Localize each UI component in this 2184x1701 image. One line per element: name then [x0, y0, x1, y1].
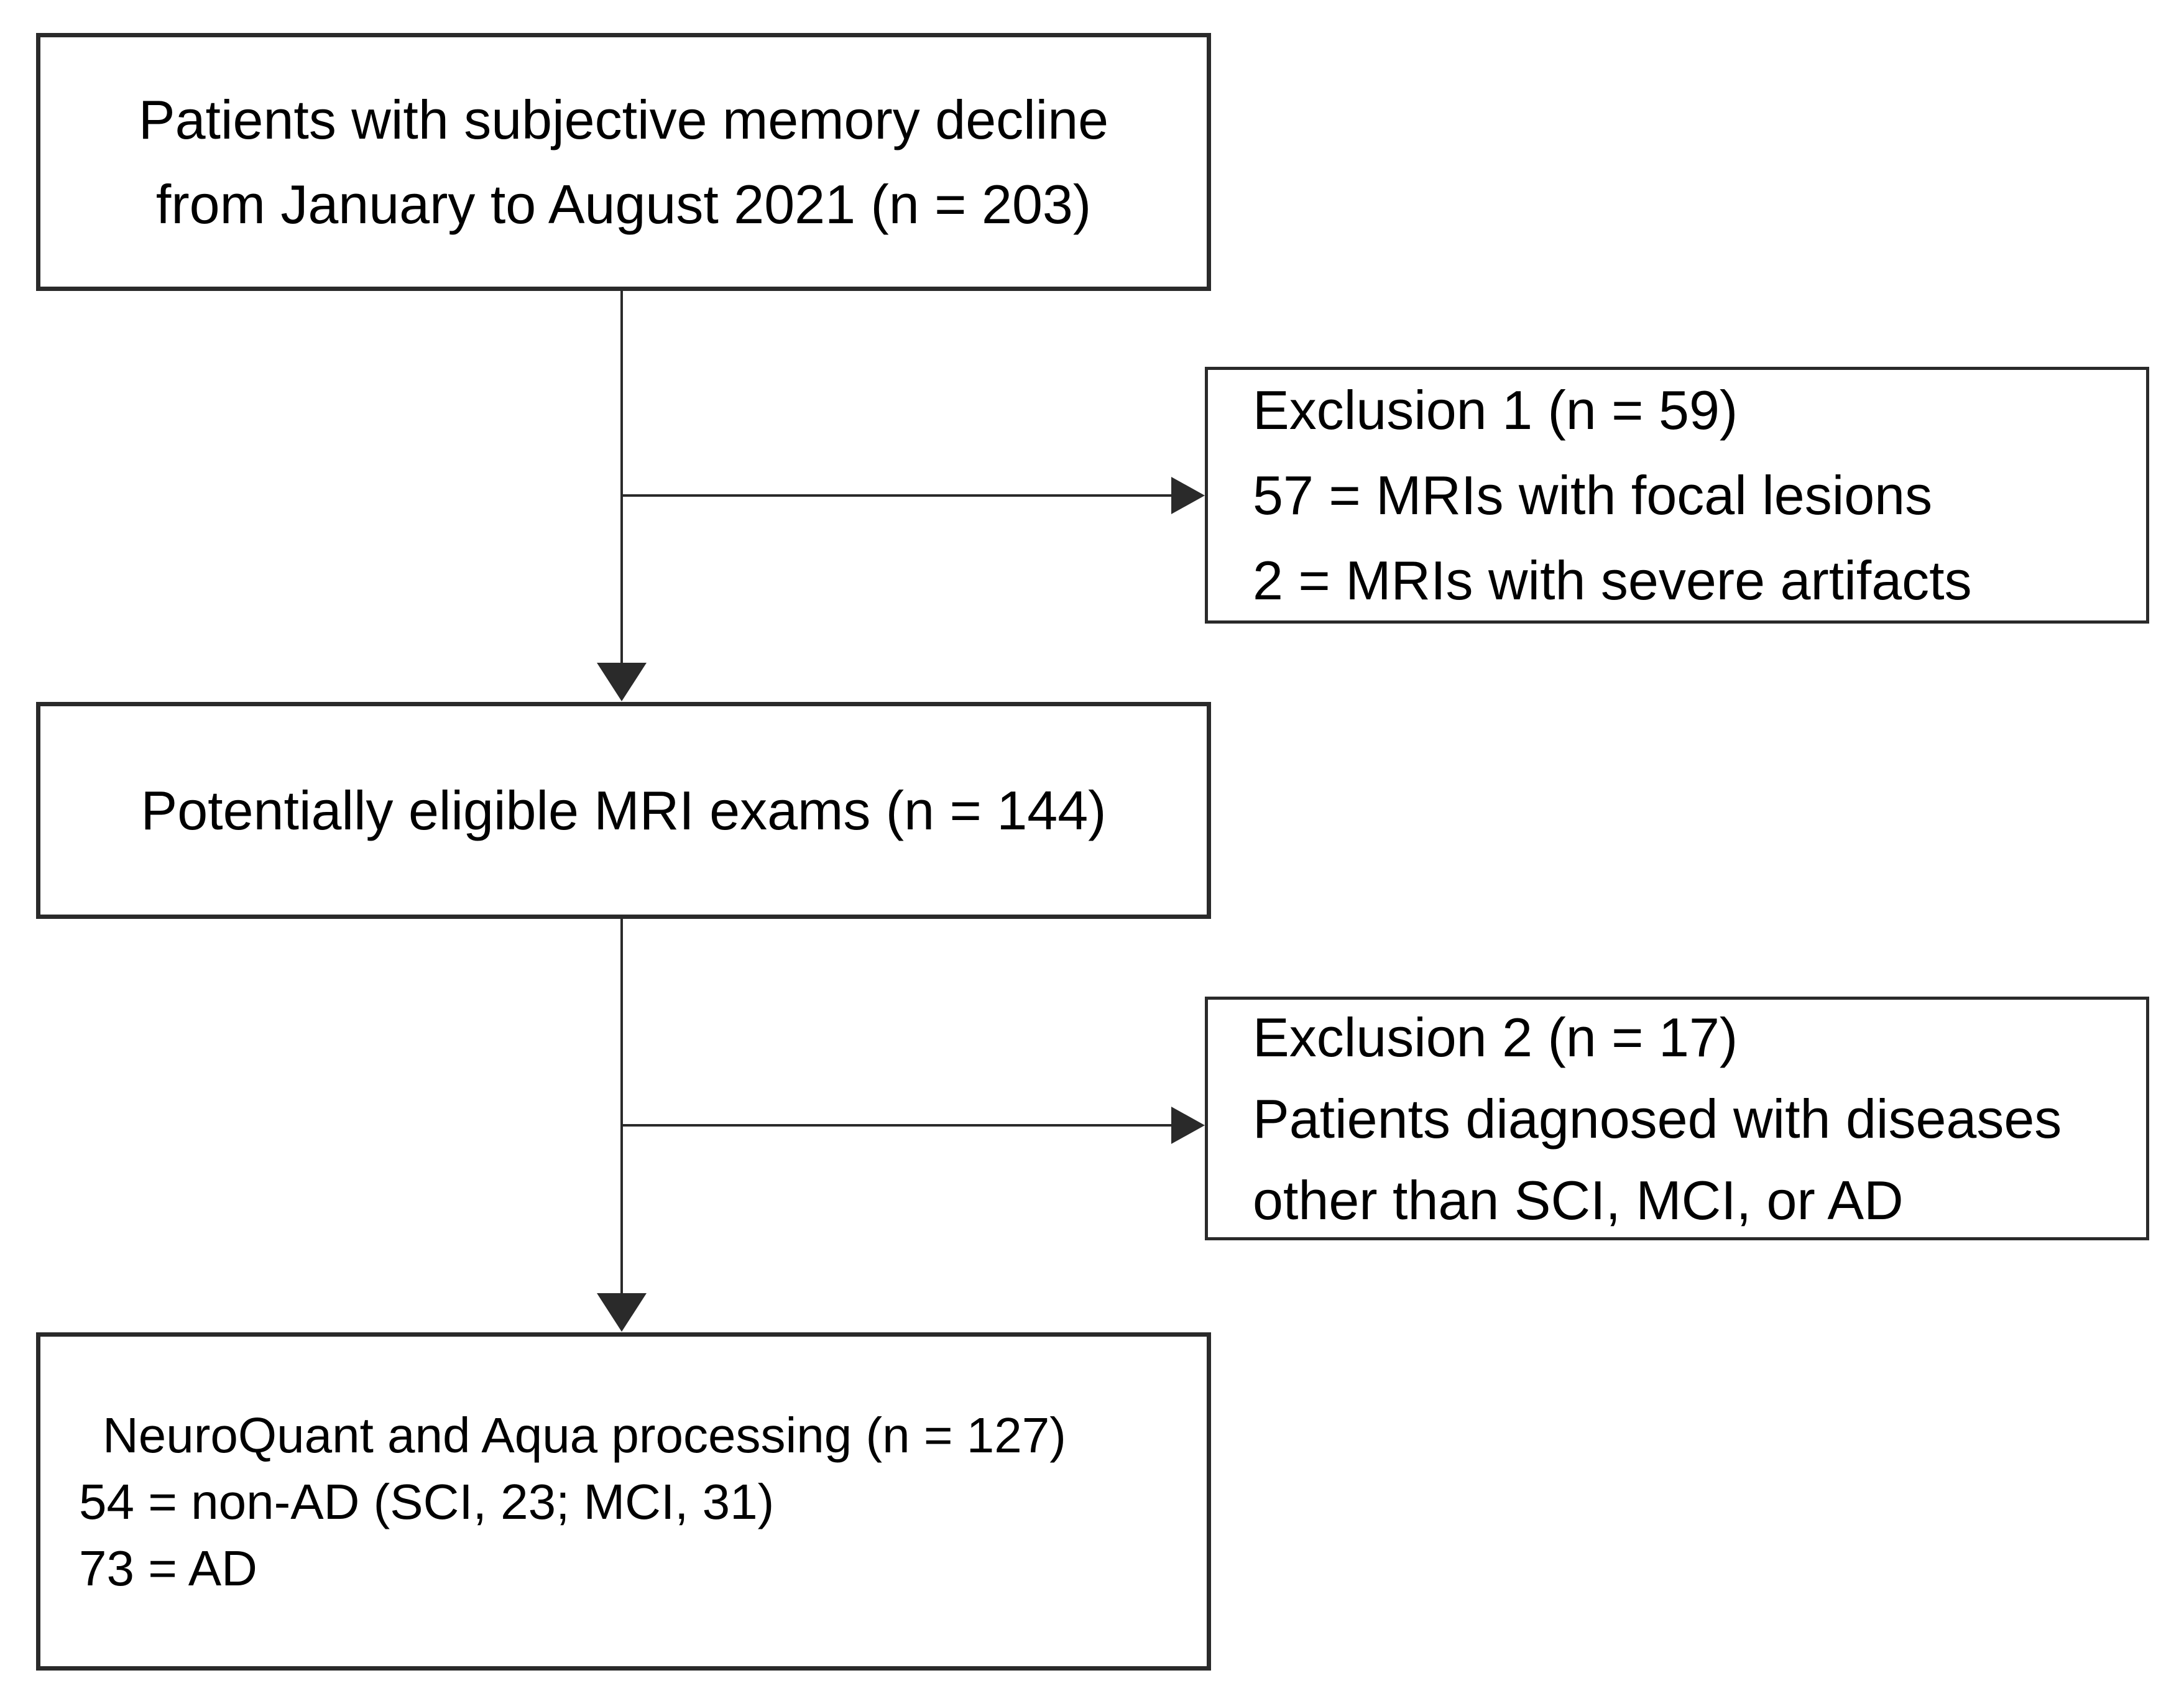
- flow-box-eligible-exams: Potentially eligible MRI exams (n = 144): [36, 702, 1211, 919]
- connector-vertical-2: [620, 919, 623, 1296]
- flow-box-processing: NeuroQuant and Aqua processing (n = 127)…: [36, 1332, 1211, 1671]
- exclusion-1-title: Exclusion 1 (n = 59): [1253, 379, 1738, 441]
- processing-title: NeuroQuant and Aqua processing (n = 127): [103, 1407, 1066, 1463]
- exclusion-2-title: Exclusion 2 (n = 17): [1253, 1006, 1738, 1068]
- arrowhead-right-2-icon: [1171, 1107, 1205, 1144]
- arrowhead-right-1-icon: [1171, 477, 1205, 514]
- exclusion-2-reason-1: Patients diagnosed with diseases: [1253, 1087, 2062, 1150]
- connector-vertical-1: [620, 291, 623, 665]
- exclusion-1-reason-1: 57 = MRIs with focal lesions: [1253, 464, 1933, 526]
- processing-group-ad: 73 = AD: [79, 1540, 257, 1596]
- connector-branch-1: [622, 494, 1175, 497]
- exclusion-2-reason-2: other than SCI, MCI, or AD: [1253, 1169, 1904, 1231]
- flow-box-exclusion-1: Exclusion 1 (n = 59) 57 = MRIs with foca…: [1205, 367, 2149, 624]
- flow-box-eligible-line-1: Potentially eligible MRI exams (n = 144): [141, 779, 1107, 841]
- arrowhead-down-2-icon: [597, 1293, 647, 1332]
- arrowhead-down-1-icon: [597, 663, 647, 701]
- flow-box-patients-line-1: Patients with subjective memory decline: [138, 88, 1109, 150]
- exclusion-1-reason-2: 2 = MRIs with severe artifacts: [1253, 550, 1972, 611]
- flow-box-exclusion-2: Exclusion 2 (n = 17) Patients diagnosed …: [1205, 997, 2149, 1240]
- processing-group-nonad: 54 = non-AD (SCI, 23; MCI, 31): [79, 1473, 775, 1529]
- connector-branch-2: [622, 1124, 1175, 1127]
- flow-box-patients-line-2: from January to August 2021 (n = 203): [155, 173, 1092, 235]
- flow-box-patients: Patients with subjective memory decline …: [36, 33, 1211, 291]
